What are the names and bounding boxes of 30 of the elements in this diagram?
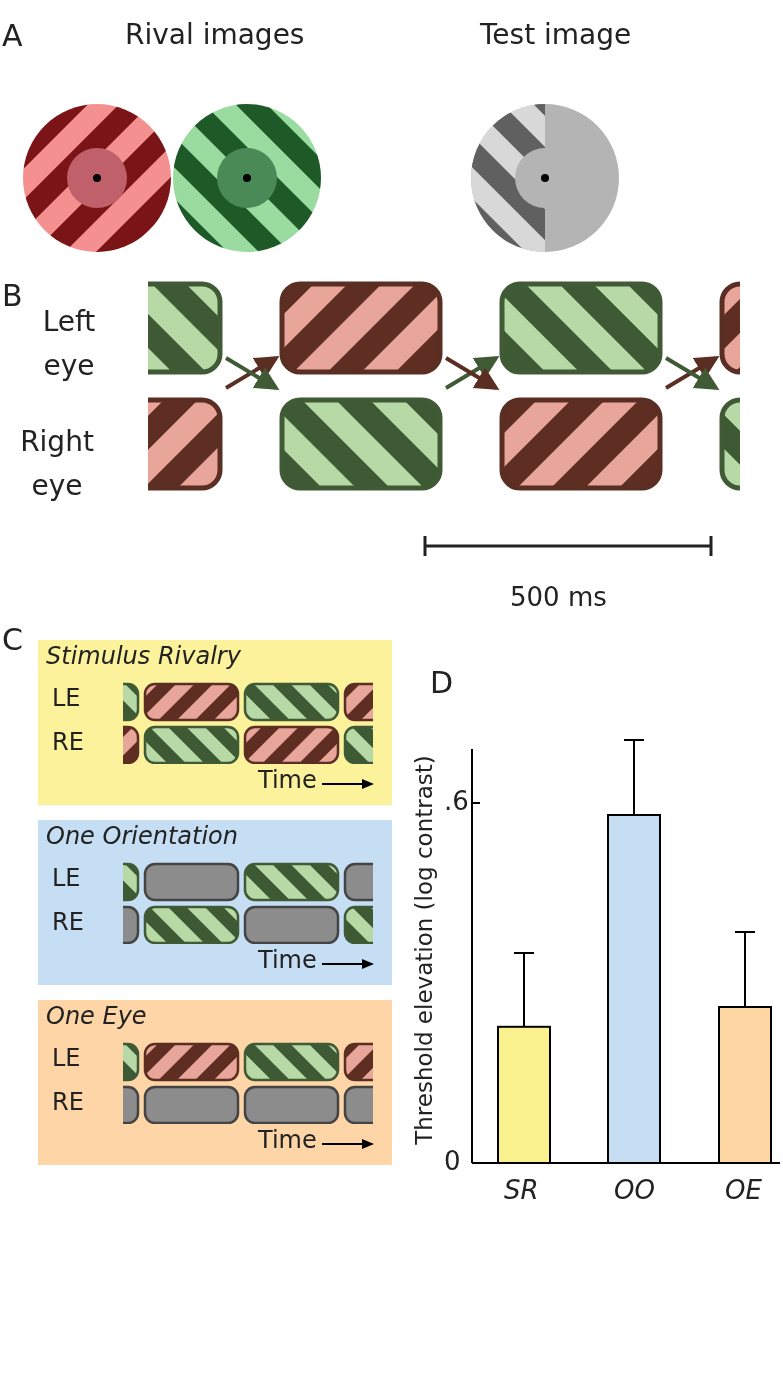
axis-title: Threshold elevation (log contrast) bbox=[411, 755, 437, 1145]
condition-panel bbox=[38, 1000, 392, 1165]
panel-letter: C bbox=[2, 622, 23, 657]
panel-title: Test image bbox=[480, 18, 632, 51]
row-label: RE bbox=[52, 908, 84, 936]
condition-panel bbox=[38, 820, 392, 985]
row-label: LE bbox=[52, 684, 81, 712]
row-label: LE bbox=[52, 1044, 81, 1072]
row-label: Left eye bbox=[41, 304, 97, 384]
panel-letter: B bbox=[2, 278, 23, 313]
row-label: LE bbox=[52, 864, 81, 892]
axis-label: Time bbox=[258, 946, 317, 974]
axis-label: Time bbox=[258, 766, 317, 794]
panel-heading: One Orientation bbox=[46, 822, 238, 850]
category-label: OO bbox=[614, 1175, 655, 1205]
panel-heading: One Eye bbox=[46, 1002, 147, 1030]
tick-label: 0 bbox=[444, 1146, 461, 1176]
axis-label: Time bbox=[258, 1126, 317, 1154]
tick-label: .6 bbox=[444, 786, 469, 816]
panel-letter: A bbox=[2, 18, 23, 53]
panel-title: Rival images bbox=[125, 18, 305, 51]
panel-letter: D bbox=[430, 665, 454, 700]
condition-panel bbox=[38, 640, 392, 805]
category-label: OE bbox=[725, 1175, 762, 1205]
row-label: RE bbox=[52, 728, 84, 756]
scale-label: 500 ms bbox=[510, 582, 607, 612]
panel-heading: Stimulus Rivalry bbox=[46, 642, 241, 670]
row-label: RE bbox=[52, 1088, 84, 1116]
category-label: SR bbox=[504, 1175, 539, 1205]
row-label: Right eye bbox=[19, 424, 95, 504]
